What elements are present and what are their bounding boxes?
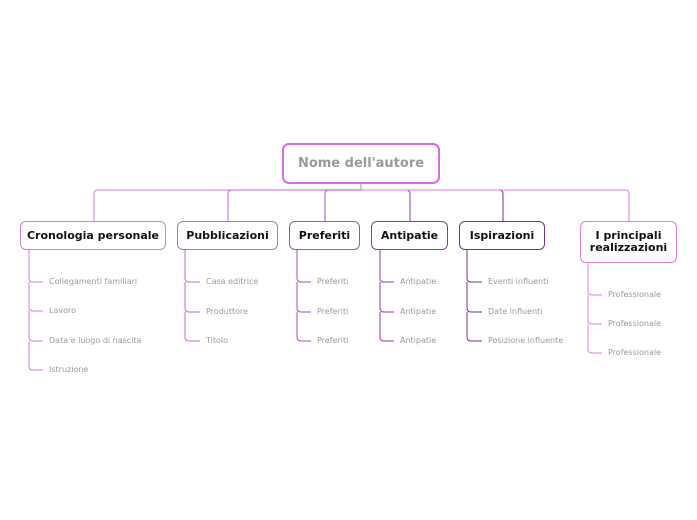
branch-antipatie[interactable]: Antipatie xyxy=(371,221,448,250)
branch-label: Preferiti xyxy=(298,228,351,242)
connector-leaf xyxy=(184,312,200,342)
leaf-item[interactable]: Posizione influente xyxy=(488,336,564,345)
leaf-item[interactable]: Date influenti xyxy=(488,307,543,316)
connector-leaf xyxy=(379,250,394,283)
connector-branch xyxy=(227,189,361,221)
leaf-item[interactable]: Collegamenti familiari xyxy=(49,277,138,286)
branch-pubblicazioni[interactable]: Pubblicazioni xyxy=(177,221,278,250)
leaf-item[interactable]: Preferiti xyxy=(317,336,349,345)
connector-leaf xyxy=(379,312,394,342)
leaf-item[interactable]: Professionale xyxy=(608,319,661,328)
leaf-item[interactable]: Preferiti xyxy=(317,307,349,316)
branch-label: Ispirazioni xyxy=(469,228,535,242)
leaf-item[interactable]: Eventi influenti xyxy=(488,277,549,286)
connector-leaf xyxy=(28,311,43,342)
branch-label: Antipatie xyxy=(380,228,439,242)
connector-leaf xyxy=(466,282,482,313)
connector-leaf xyxy=(184,250,200,283)
leaf-item[interactable]: Antipatie xyxy=(400,307,437,316)
branch-label: Pubblicazioni xyxy=(186,228,269,242)
connector-leaf xyxy=(28,282,43,312)
leaf-item[interactable]: Casa editrice xyxy=(206,277,259,286)
branch-preferiti[interactable]: Preferiti xyxy=(289,221,360,250)
root-node[interactable]: Nome dell'autore xyxy=(282,143,440,184)
connector-leaf xyxy=(184,282,200,313)
connector-branch xyxy=(93,189,361,221)
connector-leaf xyxy=(587,324,602,354)
connector-leaf xyxy=(466,250,482,283)
connector-leaf xyxy=(587,263,602,296)
connector-branch xyxy=(361,189,630,221)
leaf-item[interactable]: Professionale xyxy=(608,290,661,299)
connector-branch xyxy=(361,189,504,221)
leaf-item[interactable]: Antipatie xyxy=(400,277,437,286)
branch-label: Cronologia personale xyxy=(26,228,160,242)
leaf-item[interactable]: Lavoro xyxy=(49,306,76,315)
connector-leaf xyxy=(296,282,311,313)
branch-ispirazioni[interactable]: Ispirazioni xyxy=(459,221,545,250)
leaf-item[interactable]: Istruzione xyxy=(49,365,89,374)
connector-leaf xyxy=(587,295,602,325)
leaf-item[interactable]: Professionale xyxy=(608,348,661,357)
leaf-item[interactable]: Data e luogo di nascita xyxy=(49,336,142,345)
connector-leaf xyxy=(296,250,311,283)
connector-branch xyxy=(361,189,411,221)
branch-label: I principali realizzazioni xyxy=(589,229,668,254)
connector-leaf xyxy=(296,312,311,342)
root-label: Nome dell'autore xyxy=(297,156,425,171)
branch-principali-realizzazioni[interactable]: I principali realizzazioni xyxy=(580,221,677,263)
connector-leaf xyxy=(466,312,482,342)
leaf-item[interactable]: Titolo xyxy=(206,336,229,345)
connector-branch xyxy=(324,189,361,221)
connector-leaf xyxy=(28,250,43,283)
leaf-item[interactable]: Preferiti xyxy=(317,277,349,286)
connector-leaf xyxy=(28,341,43,371)
connector-leaf xyxy=(379,282,394,313)
branch-cronologia-personale[interactable]: Cronologia personale xyxy=(20,221,166,250)
leaf-item[interactable]: Antipatie xyxy=(400,336,437,345)
leaf-item[interactable]: Produttore xyxy=(206,307,249,316)
